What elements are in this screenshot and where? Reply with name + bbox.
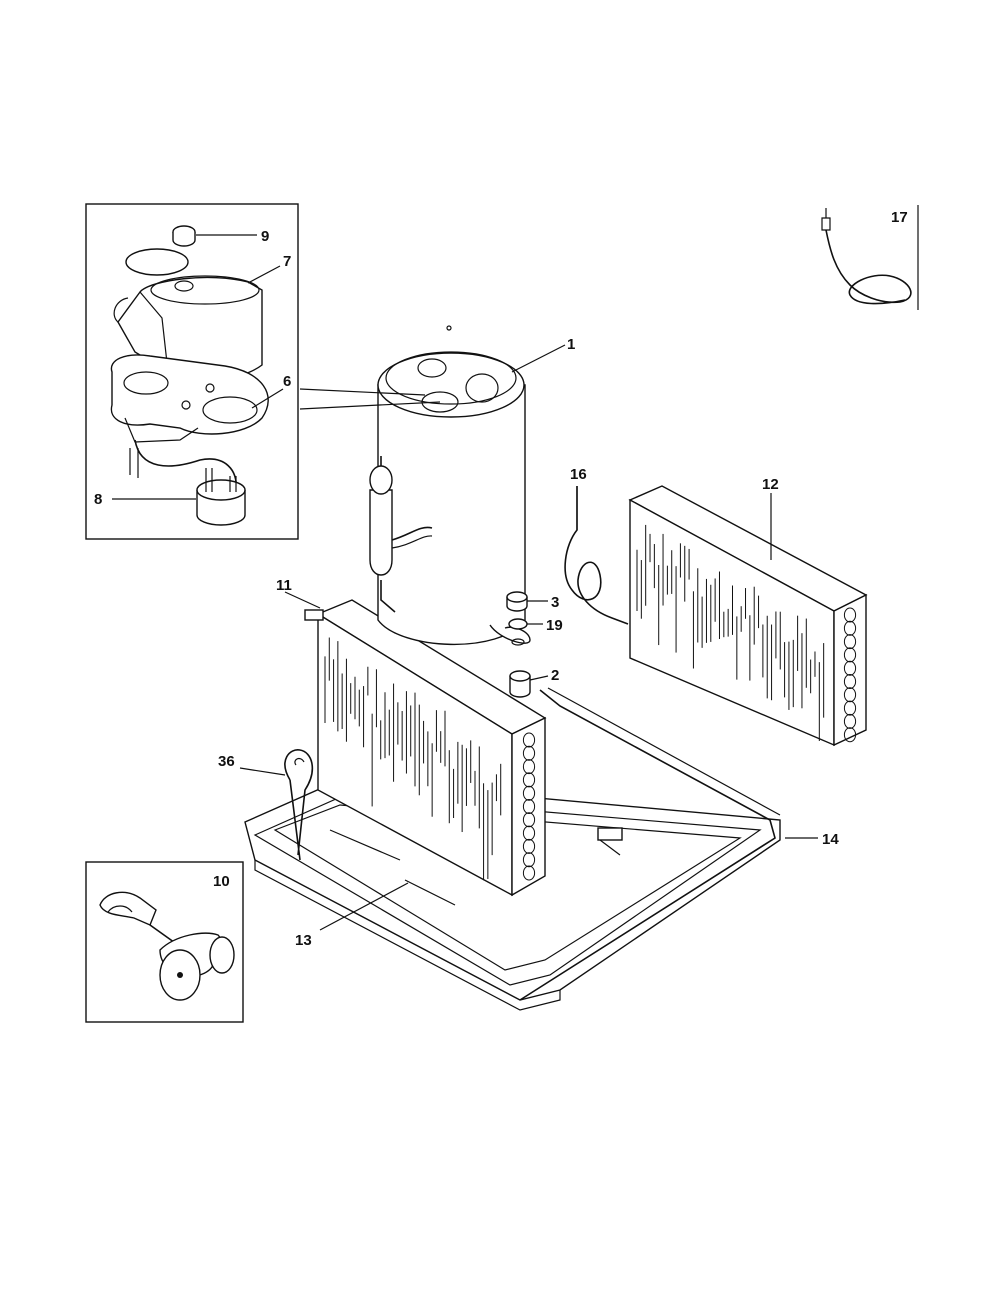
coil-tube-end bbox=[522, 825, 536, 841]
coil-fins bbox=[324, 637, 502, 881]
leader-lines bbox=[239, 344, 818, 931]
condensate-tube bbox=[519, 687, 781, 1001]
coil-tube-end bbox=[522, 772, 536, 788]
callout-12: 12 bbox=[762, 476, 779, 493]
coil-tube-end bbox=[522, 732, 536, 748]
coil-tube-end bbox=[843, 713, 857, 729]
coil-tube-end bbox=[843, 607, 857, 623]
callouts: 1 2 3 6 7 8 9 10 11 12 13 14 16 17 19 36 bbox=[94, 209, 908, 949]
coil-tube-end bbox=[522, 785, 536, 801]
inset-motor bbox=[85, 861, 244, 1023]
wire-tie bbox=[284, 749, 314, 861]
grommet-part bbox=[506, 591, 528, 612]
washer-part bbox=[508, 618, 528, 630]
condenser-coil bbox=[304, 599, 547, 897]
coil-tube-end bbox=[843, 647, 857, 663]
callout-16: 16 bbox=[570, 466, 587, 483]
callout-14: 14 bbox=[822, 831, 839, 848]
coil-tube-end bbox=[522, 865, 536, 881]
coil-tube-end bbox=[843, 687, 857, 703]
callout-7: 7 bbox=[283, 253, 291, 270]
coil-tube-ends bbox=[843, 607, 857, 743]
coil-tube-end bbox=[843, 700, 857, 716]
coil-tube-end bbox=[522, 759, 536, 775]
terminal-cover-part bbox=[113, 275, 263, 381]
coil-tube-end bbox=[843, 620, 857, 636]
coil-tube-end bbox=[522, 852, 536, 868]
coil-tube-end bbox=[843, 727, 857, 743]
callout-1: 1 bbox=[567, 336, 575, 353]
coil-tube-end bbox=[843, 634, 857, 650]
evaporator-coil bbox=[628, 485, 868, 747]
callout-6: 6 bbox=[283, 373, 291, 390]
sensor-wire bbox=[564, 486, 629, 625]
callout-2: 2 bbox=[551, 667, 559, 684]
terminal-plate-part bbox=[110, 354, 269, 443]
coil-tube-end bbox=[843, 660, 857, 676]
coil-fins bbox=[636, 524, 825, 741]
callout-9: 9 bbox=[261, 228, 269, 245]
callout-36: 36 bbox=[218, 753, 235, 770]
callout-17: 17 bbox=[891, 209, 908, 226]
coil-tube-end bbox=[843, 674, 857, 689]
inset-capillary-tube bbox=[821, 205, 919, 310]
callout-19: 19 bbox=[546, 617, 563, 634]
coil-tube-end bbox=[522, 745, 536, 761]
callout-8: 8 bbox=[94, 491, 102, 508]
callout-3: 3 bbox=[551, 594, 559, 611]
accumulator bbox=[369, 489, 393, 576]
callout-10: 10 bbox=[213, 873, 230, 890]
gasket-ring bbox=[125, 248, 189, 276]
callout-11: 11 bbox=[276, 577, 292, 594]
inset-terminal-cover bbox=[85, 203, 299, 540]
coil-tube-end bbox=[522, 812, 536, 828]
spacer-part bbox=[509, 670, 531, 698]
nut-part bbox=[172, 225, 196, 247]
coil-tube-ends bbox=[522, 732, 536, 881]
compressor bbox=[369, 325, 531, 698]
coil-tube-end bbox=[522, 838, 536, 854]
callout-13: 13 bbox=[295, 932, 312, 949]
overload-part bbox=[196, 468, 246, 526]
coil-tube-end bbox=[522, 799, 536, 814]
